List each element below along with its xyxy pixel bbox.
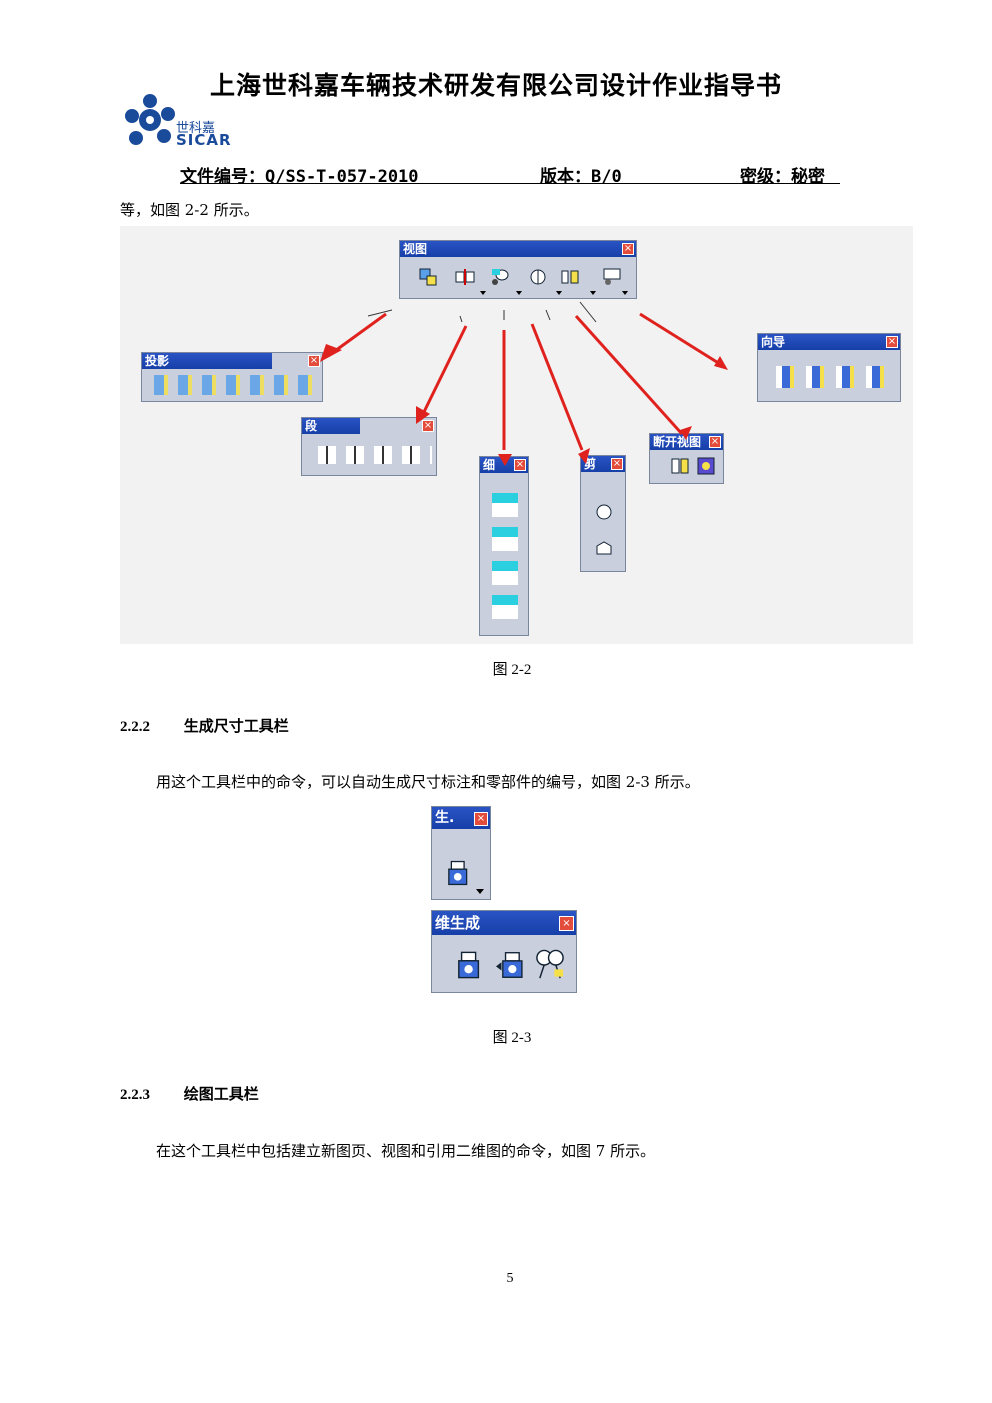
close-icon[interactable]: × bbox=[559, 916, 574, 931]
generate-dimensions-icon[interactable] bbox=[456, 949, 484, 981]
page-number: 5 bbox=[506, 1271, 514, 1286]
projection-icon[interactable] bbox=[418, 267, 438, 287]
section-2-2-3-title: 绘图工具栏 bbox=[183, 1085, 259, 1103]
arrow-overlay bbox=[320, 301, 728, 466]
generate-balloons-icon[interactable] bbox=[534, 949, 566, 981]
clip-profile-icon[interactable] bbox=[594, 538, 614, 558]
main-view-toolbar-title: 视图 bbox=[400, 241, 636, 257]
break-icon[interactable] bbox=[670, 456, 690, 476]
section-toolbar-title: 段 bbox=[302, 418, 360, 434]
section-2-2-3-heading: 2.2.3 绘图工具栏 bbox=[120, 1083, 259, 1104]
broken-out-icon[interactable] bbox=[696, 456, 716, 476]
clipping-icon[interactable] bbox=[528, 267, 548, 287]
section-2-2-2-title: 生成尺寸工具栏 bbox=[183, 717, 289, 735]
wizard-buttons[interactable] bbox=[776, 366, 896, 388]
detail-icon[interactable] bbox=[490, 267, 510, 287]
section-2-2-3-number: 2.2.3 bbox=[120, 1087, 150, 1103]
generation-toolbar-compact[interactable]: 生. × bbox=[431, 806, 491, 900]
close-icon[interactable]: × bbox=[308, 355, 320, 367]
break-view-toolbar[interactable]: 断开视图 × bbox=[649, 433, 724, 484]
section-2-2-3-paragraph: 在这个工具栏中包括建立新图页、视图和引用二维图的命令，如图 7 所示。 bbox=[156, 1142, 656, 1160]
close-icon[interactable]: × bbox=[709, 436, 721, 448]
wizard-toolbar[interactable]: 向导 × bbox=[757, 333, 901, 402]
intro-paragraph: 等，如图 2-2 所示。 bbox=[120, 201, 259, 219]
projection-toolbar-title: 投影 bbox=[142, 353, 272, 369]
document-number: 文件编号：Q/SS-T-057-2010 bbox=[180, 167, 419, 187]
chevron-down-icon[interactable] bbox=[476, 889, 484, 895]
projection-buttons[interactable] bbox=[154, 375, 319, 395]
document-secrecy: 密级：秘密 bbox=[740, 167, 825, 187]
figure-2-3-caption: 图 2-3 bbox=[492, 1030, 532, 1046]
section-toolbar[interactable]: 段 × bbox=[301, 417, 437, 476]
logo-english-name: SICAR bbox=[176, 131, 232, 149]
dropdown-arrows bbox=[480, 291, 628, 295]
section-2-2-2-heading: 2.2.2 生成尺寸工具栏 bbox=[120, 715, 289, 736]
wizard-toolbar-title: 向导 bbox=[758, 334, 900, 350]
close-icon[interactable]: × bbox=[422, 420, 434, 432]
close-icon[interactable]: × bbox=[886, 336, 898, 348]
clipping-toolbar[interactable]: 剪 × bbox=[580, 455, 626, 572]
detail-toolbar[interactable]: 细 × bbox=[479, 456, 529, 636]
close-icon[interactable]: × bbox=[622, 243, 634, 255]
generation-toolbar-expanded[interactable]: 维生成 × bbox=[431, 910, 577, 993]
logo-chinese-name: 世科嘉 bbox=[176, 121, 216, 136]
projection-toolbar[interactable]: 投影 × bbox=[141, 352, 323, 402]
close-icon[interactable]: × bbox=[514, 459, 526, 471]
wizard-icon[interactable] bbox=[602, 267, 622, 287]
section-buttons[interactable] bbox=[318, 446, 432, 464]
close-icon[interactable]: × bbox=[611, 458, 623, 470]
section-2-2-2-paragraph: 用这个工具栏中的命令，可以自动生成尺寸标注和零部件的编号，如图 2-3 所示。 bbox=[156, 773, 700, 791]
close-icon[interactable]: × bbox=[474, 812, 488, 826]
clip-circle-icon[interactable] bbox=[594, 502, 614, 522]
section-2-2-2-number: 2.2.2 bbox=[120, 719, 150, 735]
section-icon[interactable] bbox=[455, 267, 475, 287]
header-underline bbox=[180, 183, 840, 184]
break-view-icon[interactable] bbox=[560, 267, 580, 287]
detail-buttons[interactable] bbox=[492, 493, 518, 627]
sicar-logo-icon bbox=[125, 94, 175, 145]
step-generate-dimensions-icon[interactable] bbox=[496, 949, 526, 981]
main-view-toolbar[interactable]: 视图 × bbox=[399, 240, 637, 299]
document-title: 上海世科嘉车辆技术研发有限公司设计作业指导书 bbox=[209, 71, 782, 100]
document-version: 版本：B/0 bbox=[540, 167, 622, 187]
generate-dimensions-icon[interactable] bbox=[446, 859, 472, 887]
break-view-toolbar-title: 断开视图 bbox=[650, 434, 723, 450]
generation-toolbar-expanded-title: 维生成 bbox=[432, 911, 576, 935]
figure-2-2-caption: 图 2-2 bbox=[492, 662, 532, 678]
